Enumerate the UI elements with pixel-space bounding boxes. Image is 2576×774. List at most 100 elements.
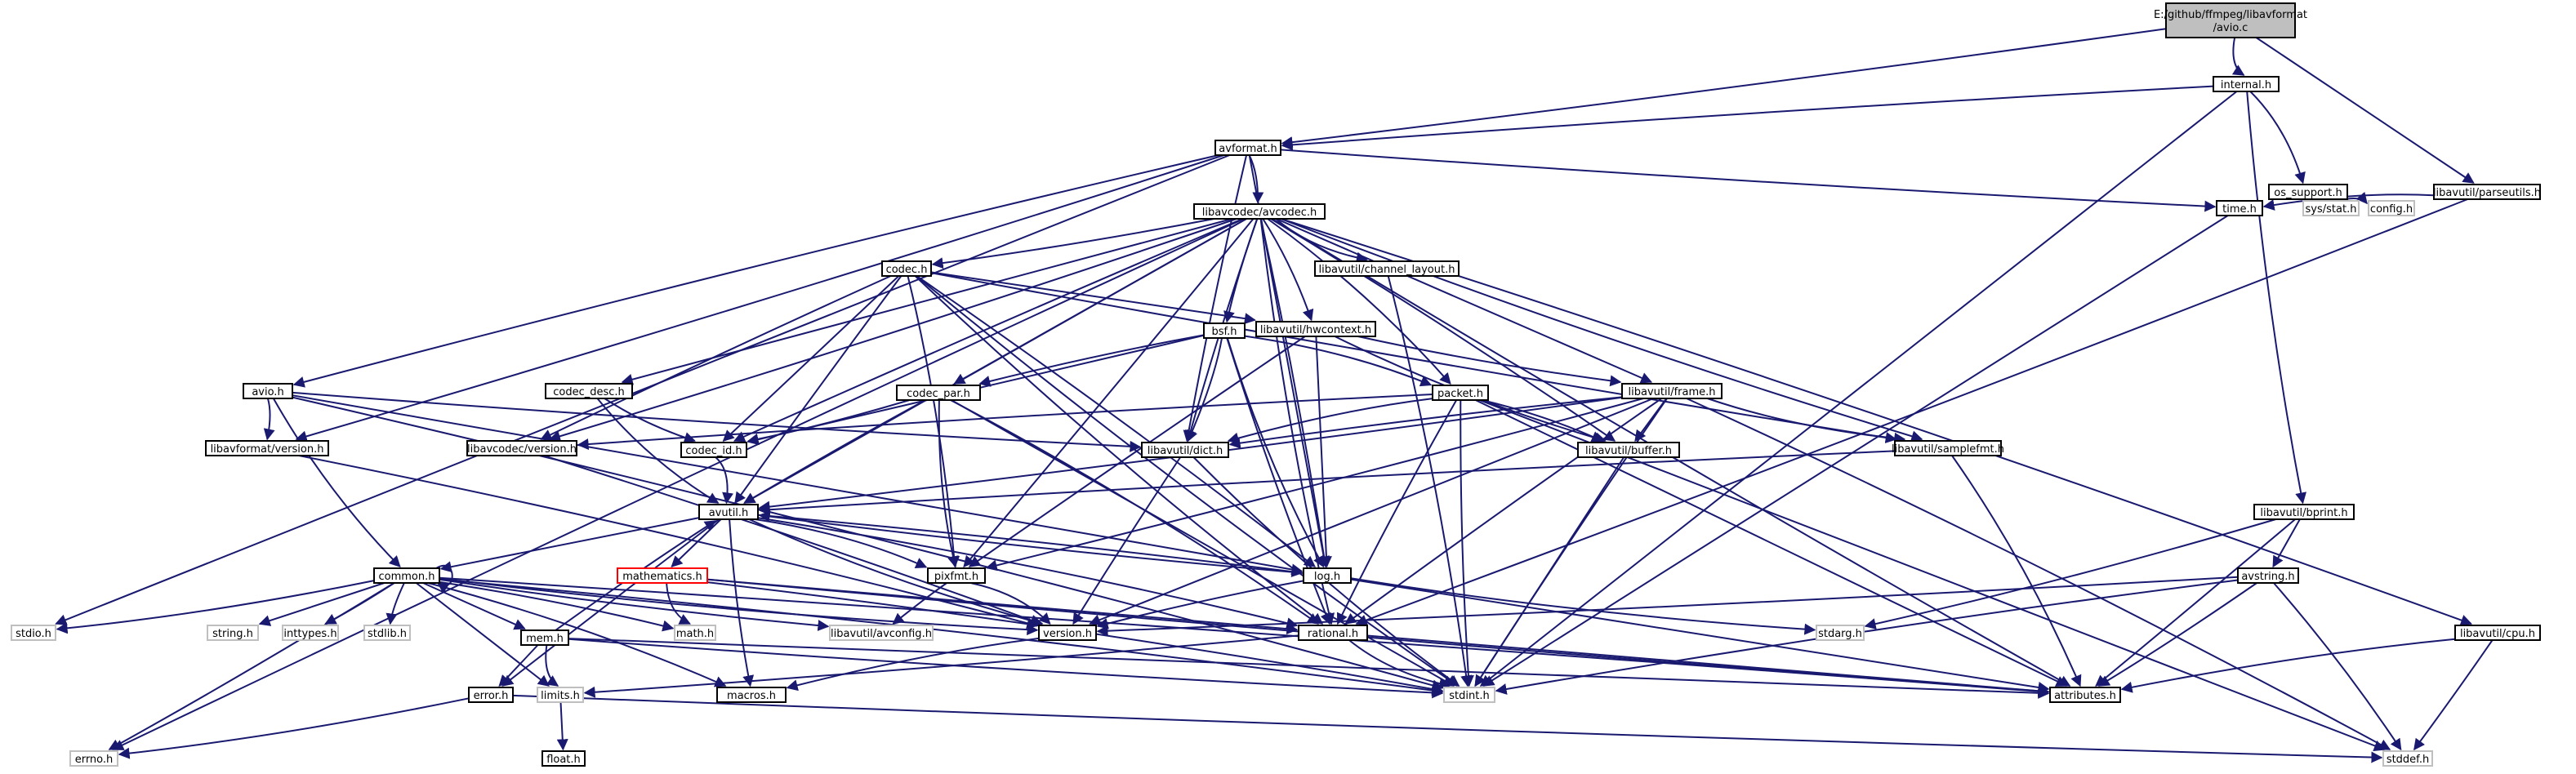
node-label: libavformat/version.h [211,443,324,456]
node-codec[interactable]: codec.h [881,260,932,277]
node-stdarg[interactable]: stdarg.h [1816,625,1865,641]
edge-avio-to-log [292,394,1304,576]
node-os-support[interactable]: os_support.h [2268,184,2348,200]
node-box [2382,750,2433,767]
edge-frame-to-pixfmt [985,398,1644,572]
node-stdlib[interactable]: stdlib.h [363,625,411,641]
node-avconfig[interactable]: libavutil/avconfig.h [829,625,934,641]
node-box [1443,687,1495,703]
edge-avutil-to-version [748,518,1044,627]
node-label: internal.h [2221,79,2271,91]
node-avcodec[interactable]: libavcodec/avcodec.h [1193,203,1326,220]
node-config[interactable]: config.h [2368,200,2415,216]
edge-rational-to-stdint [1348,639,1451,690]
edge-frame-to-version [1089,398,1654,625]
node-float[interactable]: float.h [541,750,586,767]
node-box [541,750,586,767]
node-attributes[interactable]: attributes.h [2049,687,2121,703]
node-limits[interactable]: limits.h [537,687,584,703]
node-box [680,442,747,458]
edge-packet-to-stdint [1460,399,1474,687]
node-codec-id[interactable]: codec_id.h [680,442,747,458]
node-stdint[interactable]: stdint.h [1443,687,1495,703]
edge-codec-to-codec_id [722,275,900,442]
node-label: inttypes.h [283,628,336,640]
node-common[interactable]: common.h [373,567,440,584]
node-box [1214,140,1281,156]
node-label: bsf.h [1211,326,1237,338]
node-lavfversion[interactable]: libavformat/version.h [205,440,329,456]
node-dict[interactable]: libavutil/dict.h [1141,442,1229,458]
node-pixfmt[interactable]: pixfmt.h [927,567,986,584]
node-math[interactable]: math.h [674,625,716,641]
edge-avformat-to-avio [292,154,1219,388]
node-box [2268,184,2348,200]
edge-common-to-math [439,580,675,632]
node-string[interactable]: string.h [207,625,259,641]
node-rational[interactable]: rational.h [1298,625,1368,641]
edge-bsf-to-log [1226,337,1325,568]
node-cpu[interactable]: libavutil/cpu.h [2454,625,2541,641]
node-avformat[interactable]: avformat.h [1214,140,1281,156]
node-log[interactable]: log.h [1303,567,1352,584]
node-codec-par[interactable]: codec_par.h [896,385,981,401]
node-label: libavcodec/version.h [467,443,577,456]
edge-frame-to-dict [1228,396,1623,449]
node-error[interactable]: error.h [468,687,514,703]
node-sysstat[interactable]: sys/stat.h [2302,200,2360,216]
node-lavcversion[interactable]: libavcodec/version.h [466,440,577,456]
node-parseutils[interactable]: libavutil/parseutils.h [2433,184,2541,200]
node-buffer[interactable]: libavutil/buffer.h [1577,442,1680,458]
edge-mem-to-limits [545,644,559,687]
node-inttypes[interactable]: inttypes.h [282,625,339,641]
node-root[interactable]: E:/github/ffmpeg/libavformat/avio.c [2154,2,2307,38]
node-avio[interactable]: avio.h [243,383,293,399]
node-errno[interactable]: errno.h [69,750,118,767]
node-box [927,567,986,584]
node-hwcontext[interactable]: libavutil/hwcontext.h [1255,321,1376,337]
edge-avutil-to-log [757,514,1304,578]
node-internal[interactable]: internal.h [2213,76,2280,92]
node-label: libavutil/dict.h [1148,445,1223,457]
edge-channel_layout-to-stdint [1387,275,1473,687]
node-mathematics[interactable]: mathematics.h [617,567,708,584]
edge-common-to-common [435,565,453,594]
edge-bsf-to-dict [1187,337,1223,443]
node-macros[interactable]: macros.h [716,687,787,703]
node-label: time.h [2222,203,2257,216]
edge-codec_par-to-avutil [743,399,926,504]
edge-rational-to-attributes [1366,634,2050,697]
edge-codec-to-log [916,275,1317,567]
node-avstring[interactable]: avstring.h [2237,567,2299,584]
node-label: /avio.c [2213,22,2248,34]
node-stddef[interactable]: stddef.h [2382,750,2433,767]
node-samplefmt[interactable]: libavutil/samplefmt.h [1892,440,2004,456]
node-stdio[interactable]: stdio.h [11,625,56,641]
node-bsf[interactable]: bsf.h [1203,322,1246,339]
edge-avcodec-to-packet [1267,218,1451,385]
edge-avformat-to-lavfversion [295,154,1224,443]
edge-mathematics-to-rational [706,578,1299,635]
node-channel-layout[interactable]: libavutil/channel_layout.h [1314,260,1460,277]
node-box [1255,321,1376,337]
edge-bsf-to-rational [1226,337,1331,625]
edge-codec-to-samplefmt [930,272,1897,443]
node-label: version.h [1043,628,1092,640]
node-time[interactable]: time.h [2216,200,2263,216]
node-label: avutil.h [709,507,749,519]
node-codec-desc[interactable]: codec_desc.h [545,383,633,399]
node-version[interactable]: version.h [1038,625,1097,641]
edge-mem-to-stdint [568,638,1444,699]
node-avutil[interactable]: avutil.h [698,504,759,520]
node-box [466,440,577,456]
edge-avcodec-to-codec [931,218,1214,269]
node-packet[interactable]: packet.h [1432,385,1489,401]
edge-root-to-avformat [1281,28,2167,149]
edge-lavcversion-to-version [543,455,1042,626]
edge-packet-to-attributes [1475,399,2068,687]
node-bprint[interactable]: libavutil/bprint.h [2253,504,2355,520]
edge-common-to-errno [108,582,395,750]
node-box [537,687,584,703]
node-mem[interactable]: mem.h [520,629,569,646]
node-frame[interactable]: libavutil/frame.h [1621,383,1723,399]
